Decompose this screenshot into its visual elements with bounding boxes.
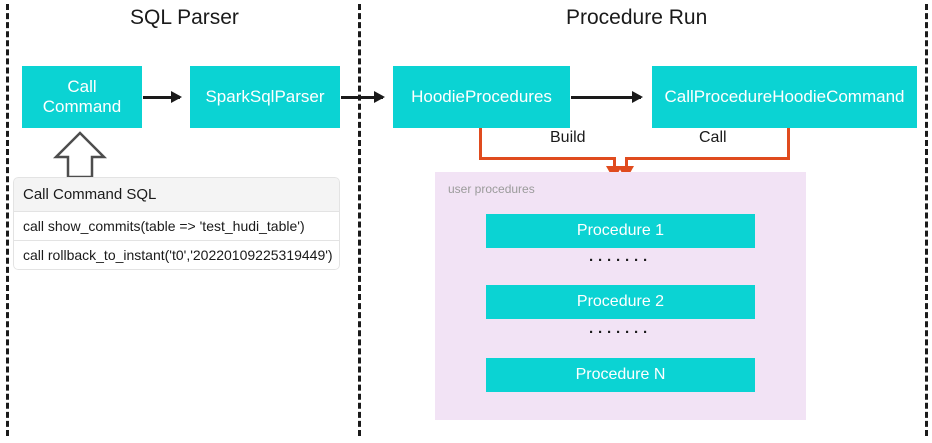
node-call-command[interactable]: Call Command xyxy=(22,66,142,128)
sql-table-row[interactable]: call show_commits(table => 'test_hudi_ta… xyxy=(13,211,340,241)
sql-table-row[interactable]: call rollback_to_instant('t0','202201092… xyxy=(13,240,340,270)
call-command-sql-table: Call Command SQL call show_commits(table… xyxy=(13,177,340,270)
call-connector-vertical-left xyxy=(625,157,628,170)
procedure-separator-dots: ······· xyxy=(589,252,652,269)
procedure-separator-dots: ······· xyxy=(589,324,652,341)
section-title-sql-parser: SQL Parser xyxy=(130,6,239,29)
connector-label-call: Call xyxy=(694,129,732,147)
arrow-hoodie-procedures-to-call-procedure-hoodie-command xyxy=(571,91,643,103)
call-connector-horizontal xyxy=(625,157,790,160)
arrow-spark-sql-parser-to-hoodie-procedures xyxy=(341,91,385,103)
node-hoodie-procedures[interactable]: HoodieProcedures xyxy=(393,66,570,128)
node-call-command-line1: Call xyxy=(67,77,97,97)
node-spark-sql-parser[interactable]: SparkSqlParser xyxy=(190,66,340,128)
sql-table-header: Call Command SQL xyxy=(13,177,340,212)
divider-middle xyxy=(358,4,361,436)
build-connector-vertical-right xyxy=(613,157,616,170)
divider-right xyxy=(925,4,928,436)
section-title-procedure-run: Procedure Run xyxy=(566,6,708,29)
up-arrow-icon xyxy=(52,131,108,179)
node-call-procedure-hoodie-command[interactable]: CallProcedureHoodieCommand xyxy=(652,66,917,128)
build-connector-vertical-left xyxy=(479,128,482,160)
connector-label-build: Build xyxy=(545,129,591,147)
procedure-box[interactable]: Procedure 1 xyxy=(486,214,755,248)
arrow-call-command-to-spark-sql-parser xyxy=(143,91,182,103)
procedure-box[interactable]: Procedure 2 xyxy=(486,285,755,319)
divider-left xyxy=(6,4,9,436)
build-connector-horizontal xyxy=(479,157,616,160)
call-connector-vertical-right xyxy=(787,128,790,160)
procedure-box[interactable]: Procedure N xyxy=(486,358,755,392)
user-procedures-label: user procedures xyxy=(448,182,535,196)
node-call-command-line2: Command xyxy=(42,97,122,116)
user-procedures-panel: user procedures Procedure 1 ······· Proc… xyxy=(435,172,806,420)
